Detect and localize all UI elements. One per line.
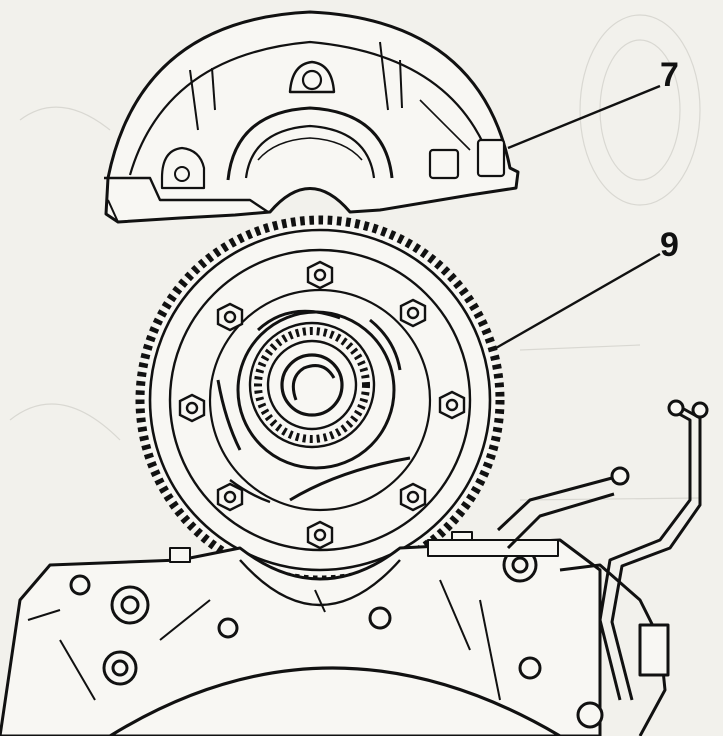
callout-label-7: 7 — [660, 56, 679, 94]
flywheel-inner-ring — [208, 288, 432, 512]
leader-line-9 — [495, 252, 661, 350]
callout-label-9: 9 — [660, 226, 679, 264]
flywheel-bolts — [178, 260, 466, 550]
engine-block — [0, 531, 604, 736]
upper-cover-part-7 — [104, 10, 520, 224]
circlip — [291, 364, 336, 401]
leader-line-7 — [507, 84, 661, 150]
ring-gear-part-9 — [135, 215, 505, 585]
pipes-and-rods — [496, 399, 709, 736]
bearing-balls — [254, 327, 370, 443]
background-bleed-through — [9, 14, 701, 501]
bearing-outer — [248, 321, 376, 449]
shaft-bore — [280, 353, 344, 417]
